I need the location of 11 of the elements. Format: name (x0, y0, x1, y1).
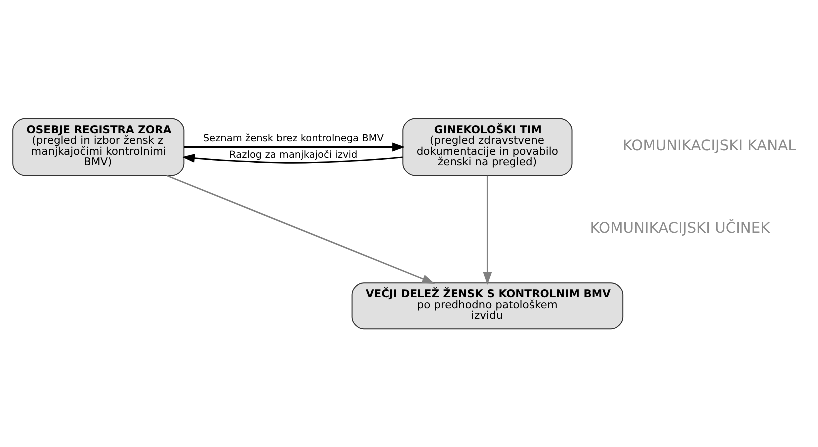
arrow (483, 175, 492, 285)
node-box: OSEBJE REGISTRA ZORA (pregled in izbor žensk z manjkajočimi kontrolnimi BMV) (12, 118, 185, 176)
arrow (182, 154, 403, 164)
label: KOMUNIKACIJSKI KANAL (622, 137, 796, 154)
node-box: VEČJI DELEŽ ŽENSK S KONTROLNIM BMV po predhodno patološkem izvidu (352, 282, 624, 330)
label: KOMUNIKACIJSKI UČINEK (590, 219, 770, 236)
edge-label: Razlog za manjkajoči izvid (230, 150, 358, 161)
node-box: GINEKOLOŠKI TIM (pregled zdravstvene dokumentacije in povabilo ženski na pregled) (402, 118, 573, 176)
arrow (184, 142, 406, 152)
arrow (166, 174, 436, 284)
edge-label: Seznam žensk brez kontrolnega BMV (203, 132, 384, 144)
